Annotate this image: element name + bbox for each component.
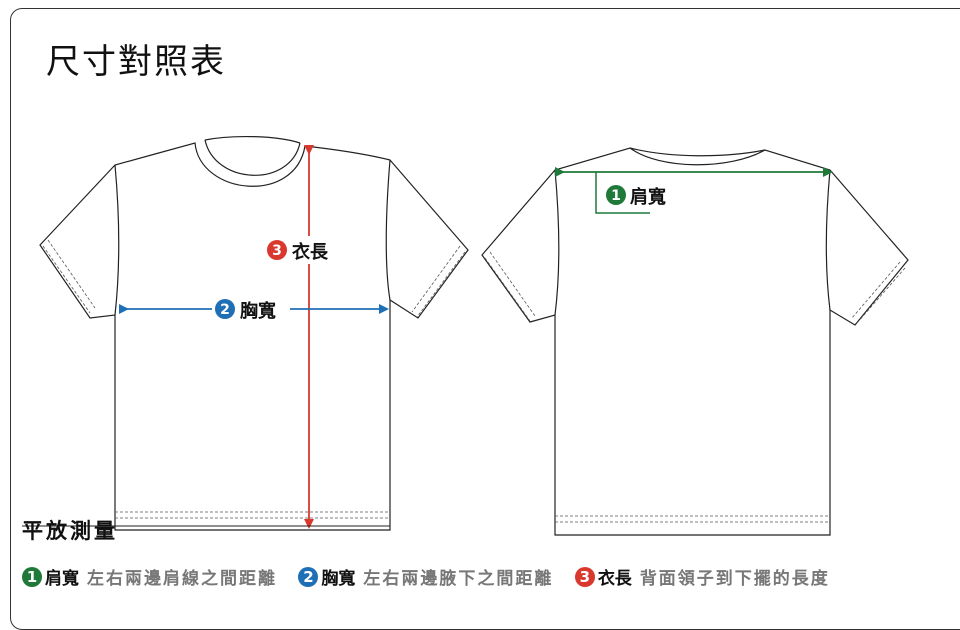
- legend: 1 肩寬 左右兩邊肩線之間距離 2 胸寬 左右兩邊腋下之間距離 3 衣長 背面領…: [22, 564, 846, 589]
- chest-label: 胸寬: [240, 300, 276, 322]
- legend-desc-shoulder: 左右兩邊肩線之間距離: [87, 569, 277, 589]
- legend-key-chest: 胸寬: [321, 569, 356, 589]
- length-label: 衣長: [292, 241, 329, 263]
- tshirt-diagram: 3 衣長 2 胸寬 1 肩寬: [22, 135, 909, 536]
- legend-item-shoulder: 1 肩寬 左右兩邊肩線之間距離: [22, 564, 277, 589]
- legend-badge-chest: 2: [298, 566, 319, 587]
- legend-key-shoulder: 肩寬: [45, 569, 79, 589]
- legend-item-length: 3 衣長 背面領子到下擺的長度: [574, 564, 830, 589]
- length-badge-num: 3: [272, 243, 282, 259]
- shoulder-badge-num: 1: [611, 188, 621, 204]
- legend-badge-shoulder: 1: [22, 566, 42, 587]
- back-shirt-outline: [481, 147, 909, 536]
- front-shirt-outline: [39, 135, 469, 531]
- chest-badge-num: 2: [220, 302, 230, 318]
- shoulder-badge: [606, 185, 626, 205]
- page-title: 尺寸對照表: [46, 42, 226, 82]
- legend-desc-length: 背面領子到下擺的長度: [639, 569, 830, 589]
- back-shirt-stitching: [484, 251, 906, 523]
- legend-badge-length: 3: [574, 566, 595, 587]
- chest-badge: [215, 299, 235, 319]
- shoulder-label: 肩寬: [630, 186, 666, 208]
- shoulder-leader: [595, 172, 650, 214]
- legend-desc-chest: 左右兩邊腋下之間距離: [363, 569, 554, 589]
- flat-measure-label: 平放測量: [22, 519, 118, 543]
- legend-item-chest: 2 胸寬 左右兩邊腋下之間距離: [298, 564, 553, 589]
- legend-key-length: 衣長: [597, 569, 632, 589]
- length-badge: [267, 240, 287, 260]
- front-shirt-stitching: [42, 239, 466, 519]
